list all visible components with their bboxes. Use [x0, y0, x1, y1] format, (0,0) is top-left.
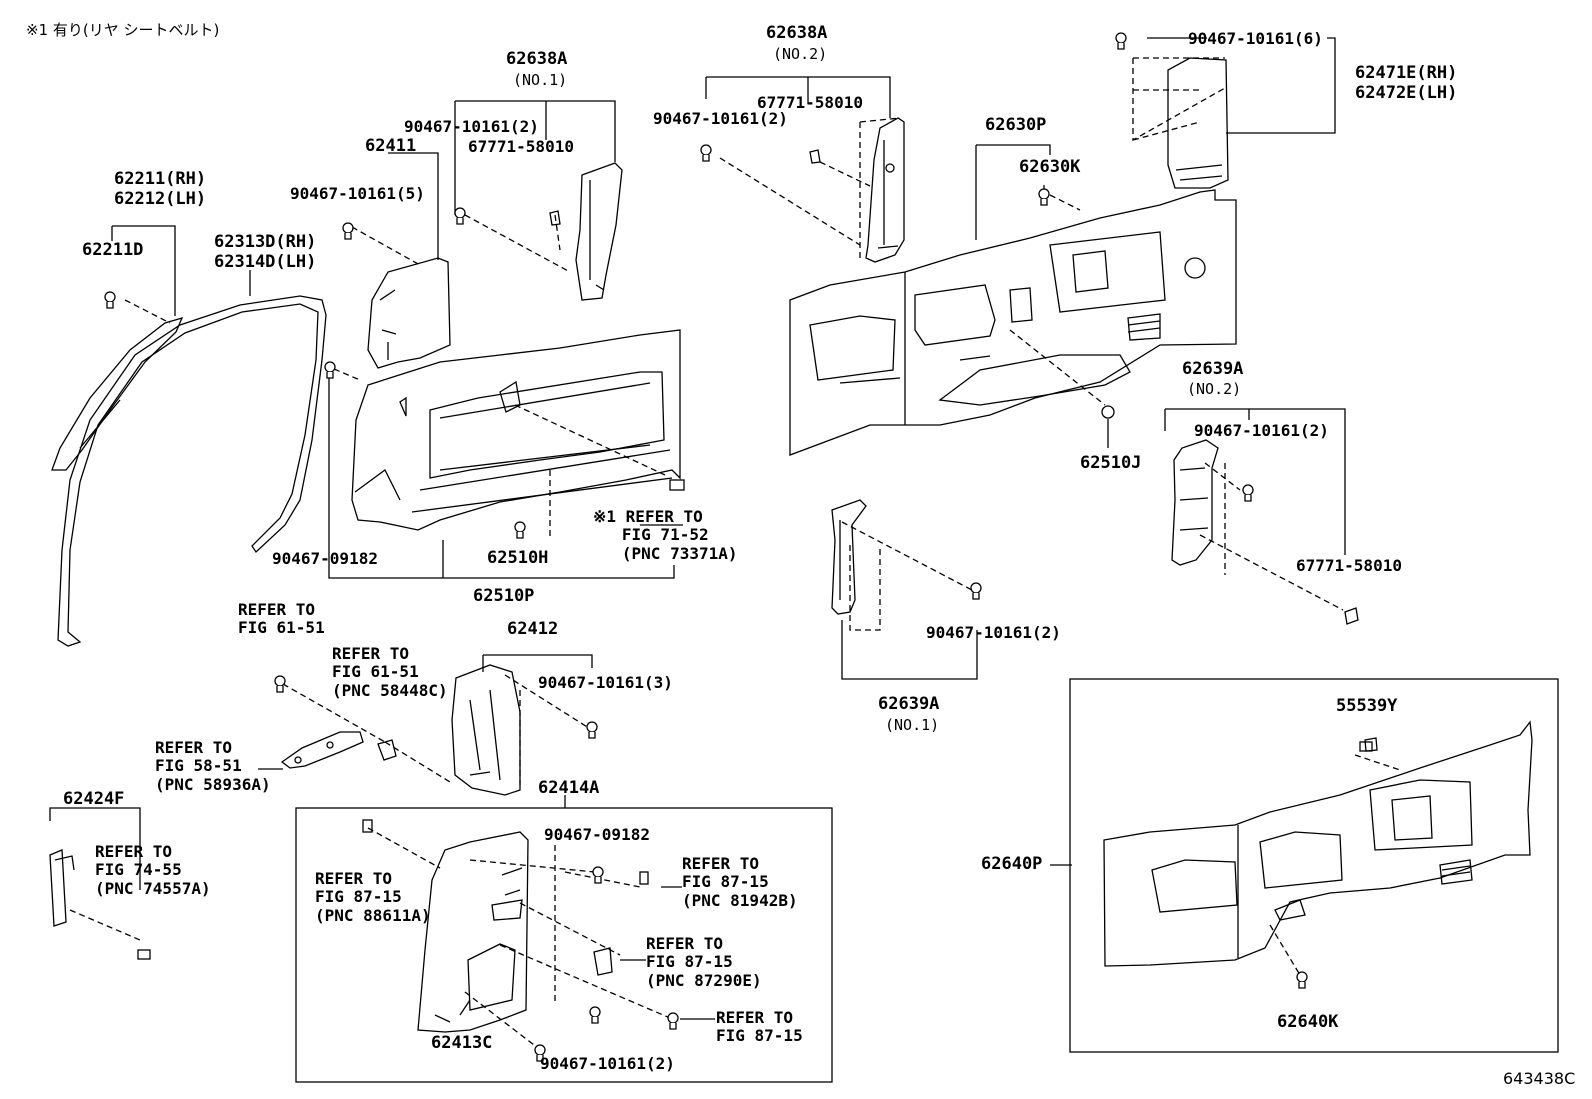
- fastener-clips: [104, 32, 1308, 1062]
- label-62412: 62412: [507, 619, 559, 639]
- clip-icon: [104, 291, 116, 309]
- part-62638A-no1-trim: [575, 162, 623, 301]
- label-62639A-no2: 62639A: [1182, 359, 1244, 379]
- label-62413C: 62413C: [431, 1033, 493, 1053]
- label-bolt-90467-10161-2d: 90467-10161(2): [926, 623, 1061, 642]
- label-62424F: 62424F: [63, 789, 125, 809]
- part-62471E-pillar-trim: [1167, 57, 1229, 189]
- clip-icon: [1038, 188, 1050, 206]
- part-62412-lower-trim: [451, 664, 521, 796]
- label-62640P: 62640P: [981, 854, 1043, 874]
- clip-icon: [592, 866, 604, 884]
- label-62313D-62314D: 62313D(RH) 62314D(LH): [214, 232, 317, 272]
- label-62638A-no1: 62638A: [506, 49, 568, 69]
- part-62313D-weatherstrip: [57, 295, 327, 647]
- part-62639A-no2-trim: [1171, 439, 1219, 566]
- part-62424F-bracket: [49, 849, 151, 960]
- label-62510H: 62510H: [487, 548, 549, 568]
- label-62510J: 62510J: [1080, 453, 1142, 473]
- label-bolt-90467-09182-b: 90467-09182: [544, 825, 650, 844]
- rear-seatbelt-note: ※1 有り(リヤ シートベルト): [26, 21, 220, 39]
- label-bolt-90467-10161-5: 90467-10161(5): [290, 184, 425, 203]
- label-clip-67771-58010-a: 67771-58010: [468, 137, 574, 156]
- part-62630P-rear-trim: [789, 189, 1237, 456]
- label-62471E-62472E: 62471E(RH) 62472E(LH): [1355, 63, 1458, 103]
- clip-icon: [1101, 405, 1115, 419]
- clip-icon: [667, 1012, 679, 1030]
- part-62639A-no1-trim: [831, 499, 867, 615]
- label-62639A-no1-sub: (NO.1): [885, 716, 940, 734]
- clip-icon: [589, 1006, 601, 1024]
- part-62638A-no2-trim: [865, 117, 905, 263]
- clip-icon: [274, 675, 286, 693]
- label-refer-fig-87-15-pnc-81942b: REFER TO FIG 87-15 (PNC 81942B): [682, 854, 798, 910]
- label-refer-fig-71-52: ※1 REFER TO FIG 71-52 (PNC 73371A): [593, 507, 738, 563]
- part-62211-pillar-trim: [51, 316, 184, 471]
- part-refer-58936-strap: [280, 731, 364, 769]
- part-62411-upper-trim: [367, 257, 451, 369]
- label-bolt-90467-10161-2c: 90467-10161(2): [1194, 421, 1329, 440]
- small-parts-detail: [362, 479, 685, 976]
- label-bolt-90467-10161-2e: 90467-10161(2): [540, 1054, 675, 1073]
- clip-icon: [1115, 32, 1127, 50]
- label-refer-fig-74-55: REFER TO FIG 74-55 (PNC 74557A): [95, 842, 211, 898]
- clip-icon: [514, 521, 526, 539]
- small-parts-right: [549, 149, 1378, 752]
- label-bolt-90467-10161-2a: 90467-10161(2): [404, 117, 539, 136]
- label-62411: 62411: [365, 136, 417, 156]
- label-bolt-90467-09182-a: 90467-09182: [272, 549, 378, 568]
- part-62413C-lower-trim: [417, 831, 529, 1033]
- label-62630K: 62630K: [1019, 157, 1081, 177]
- label-clip-67771-58010-c: 67771-58010: [1296, 556, 1402, 575]
- label-bolt-90467-10161-6: 90467-10161(6): [1188, 29, 1323, 48]
- detail-box-62640P: [1069, 678, 1559, 1053]
- label-55539Y: 55539Y: [1336, 696, 1398, 716]
- label-62639A-no1: 62639A: [878, 694, 940, 714]
- label-62630P: 62630P: [985, 115, 1047, 135]
- label-refer-fig-61-51-pnc-58448c: REFER TO FIG 61-51 (PNC 58448C): [332, 644, 448, 700]
- label-62638A-no2-sub: (NO.2): [773, 45, 828, 63]
- label-62640K: 62640K: [1277, 1012, 1339, 1032]
- leader-lines: [49, 37, 1346, 1020]
- assembly-dashed-lines: [69, 57, 1401, 1049]
- clip-icon: [1242, 484, 1254, 502]
- label-clip-67771-58010-b: 67771-58010: [757, 93, 863, 112]
- part-refer-58448-bushing: [377, 739, 397, 761]
- label-62211D: 62211D: [82, 240, 144, 260]
- clip-icon: [700, 144, 712, 162]
- label-refer-fig-87-15-pnc-88611a: REFER TO FIG 87-15 (PNC 88611A): [315, 869, 431, 925]
- clip-icon: [324, 361, 336, 379]
- label-refer-fig-87-15: REFER TO FIG 87-15: [716, 1008, 803, 1046]
- label-bolt-90467-10161-3: 90467-10161(3): [538, 673, 673, 692]
- clip-icon: [1296, 971, 1308, 989]
- detail-box-62414A: [295, 807, 833, 1083]
- label-refer-fig-61-51-a: REFER TO FIG 61-51: [238, 600, 325, 638]
- label-62211-62212: 62211(RH) 62212(LH): [114, 169, 207, 209]
- label-bolt-90467-10161-2b: 90467-10161(2): [653, 109, 788, 128]
- figure-number: 643438C: [1503, 1069, 1576, 1088]
- label-62639A-no2-sub: (NO.2): [1187, 380, 1242, 398]
- part-62510P-quarter-trim: [351, 329, 681, 531]
- label-refer-fig-58-51: REFER TO FIG 58-51 (PNC 58936A): [155, 738, 271, 794]
- clip-icon: [586, 721, 598, 739]
- clip-icon: [342, 222, 354, 240]
- label-62638A-no2: 62638A: [766, 23, 828, 43]
- label-62638A-no1-sub: (NO.1): [513, 71, 568, 89]
- part-62640P-trim-assembly: [1103, 720, 1533, 967]
- clip-icon: [970, 582, 982, 600]
- clip-icon: [534, 1044, 546, 1062]
- clip-icon: [454, 207, 466, 225]
- label-refer-fig-87-15-pnc-87290e: REFER TO FIG 87-15 (PNC 87290E): [646, 934, 762, 990]
- label-62510P: 62510P: [473, 586, 535, 606]
- label-62414A: 62414A: [538, 778, 600, 798]
